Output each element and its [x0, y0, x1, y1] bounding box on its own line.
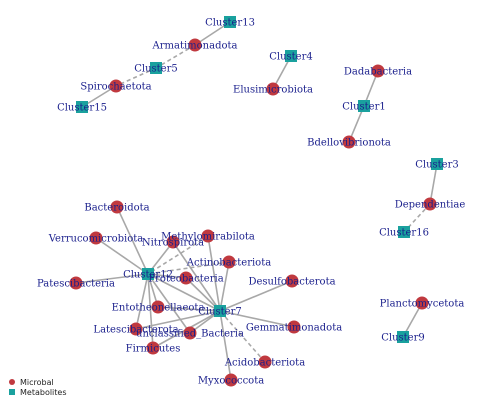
node-cluster15 [76, 101, 88, 113]
legend-microbial-symbol [9, 379, 15, 385]
edge-gemmatimonadota-cluster7 [219, 310, 295, 328]
edge-cluster3-dependentiae [429, 163, 438, 205]
node-cluster13 [224, 16, 236, 28]
node-firmicutes [146, 341, 160, 355]
node-spirochaetota [109, 79, 123, 93]
edge-actinobacteriota-cluster7 [219, 261, 230, 312]
node-label-acidobacteriota: Acidobacteriota [224, 358, 305, 369]
node-label-cluster5: Cluster5 [134, 64, 178, 75]
node-label-armatimonadota: Armatimonadota [152, 41, 238, 52]
node-entotheonellaeota [151, 300, 165, 314]
legend-label-microbial: Microbal [20, 378, 54, 387]
legend-label-metabolite: Metabolites [20, 388, 67, 397]
node-label-methylomirabilota: Methylomirabilota [161, 232, 255, 243]
node-label-cluster3: Cluster3 [415, 160, 459, 171]
edge-armatimonadota-cluster5 [155, 44, 196, 69]
node-label-myxococcota: Myxococcota [198, 376, 264, 387]
edge-cluster12-cluster7 [147, 273, 221, 312]
labels-layer: Cluster13ArmatimonadotaCluster5Spirochae… [37, 18, 465, 387]
node-armatimonadota [188, 38, 202, 52]
edge-entotheonellaeota-cluster7 [157, 306, 221, 312]
node-label-verrucomicrobiota: Verrucomicrobiota [48, 234, 144, 245]
node-label-latescibacterota: Latescibacterota [93, 325, 178, 336]
node-label-bdellovibrionota: Bdellovibrionota [307, 138, 391, 149]
node-bacteroidota [110, 200, 124, 214]
node-acidobacteriota [258, 355, 272, 369]
node-label-elusimicrobiota: Elusimicrobiota [233, 85, 313, 96]
node-proteobacteria [179, 271, 193, 285]
node-label-cluster9: Cluster9 [381, 333, 425, 344]
node-label-actinobacteriota: Actinobacteriota [186, 258, 271, 269]
node-dependentiae [423, 197, 437, 211]
nodes-layer [69, 16, 443, 387]
node-label-cluster4: Cluster4 [269, 52, 313, 63]
node-verrucomicrobiota [89, 231, 103, 245]
node-label-cluster12: Cluster12 [123, 270, 173, 281]
node-label-cluster15: Cluster15 [57, 103, 107, 114]
node-dadabacteria [371, 64, 385, 78]
node-label-cluster1: Cluster1 [342, 102, 386, 113]
node-label-firmicutes: Firmicutes [126, 344, 181, 355]
node-myxococcota [224, 373, 238, 387]
node-bdellovibrionota [342, 135, 356, 149]
node-label-planctomycetota: Planctomycetota [380, 299, 465, 310]
node-elusimicrobiota [266, 82, 280, 96]
node-patescibacteria [69, 276, 83, 290]
edge-methylomirabilota-cluster12 [147, 235, 209, 275]
node-planctomycetota [415, 296, 429, 310]
node-cluster4 [285, 50, 297, 62]
node-label-gemmatimonadota: Gemmatimonadota [246, 323, 342, 334]
edge-acidobacteriota-cluster7 [219, 310, 266, 363]
node-label-dadabacteria: Dadabacteria [344, 67, 412, 78]
edge-latescibacterota-cluster12 [135, 273, 149, 330]
node-label-entotheonellaeota: Entotheonellaeota [112, 303, 205, 314]
edge-patescibacteria-cluster12 [75, 273, 149, 284]
node-label-dependentiae: Dependentiae [395, 200, 466, 211]
node-label-nitrospirota: Nitrospirota [142, 238, 204, 249]
node-cluster3 [431, 158, 443, 170]
edge-myxococcota-cluster7 [219, 310, 232, 381]
edge-nitrospirota-cluster7 [172, 241, 221, 312]
edge-bacteroidota-cluster12 [116, 206, 149, 275]
node-cluster7 [214, 305, 226, 317]
node-actinobacteriota [222, 255, 236, 269]
node-cluster1 [358, 100, 370, 112]
node-cluster9 [397, 331, 409, 343]
node-label-bacteroidota: Bacteroidota [84, 203, 149, 214]
node-cluster12 [142, 268, 154, 280]
node-label-spirochaetota: Spirochaetota [80, 82, 151, 93]
node-label-unclassified-bacteria: unclassified_Bacteria [136, 329, 244, 340]
node-label-patescibacteria: Patescibacteria [37, 279, 115, 290]
node-desulfobacterota [285, 274, 299, 288]
node-label-proteobacteria: Proteobacteria [148, 274, 223, 285]
edge-verrucomicrobiota-cluster12 [95, 237, 149, 275]
node-cluster5 [150, 62, 162, 74]
edge-firmicutes-cluster12 [147, 273, 154, 349]
edge-unclassified-bacteria-cluster12 [147, 273, 191, 334]
node-cluster16 [398, 226, 410, 238]
node-latescibacterota [129, 322, 143, 336]
edge-methylomirabilota-cluster7 [207, 235, 221, 312]
node-gemmatimonadota [287, 320, 301, 334]
node-label-cluster7: Cluster7 [198, 307, 242, 318]
node-methylomirabilota [201, 229, 215, 243]
node-label-desulfobacterota: Desulfobacterota [248, 277, 335, 288]
edge-latescibacterota-cluster7 [135, 310, 221, 330]
node-label-cluster16: Cluster16 [379, 228, 429, 239]
edge-cluster5-spirochaetota [115, 67, 157, 87]
edge-desulfobacterota-cluster7 [219, 280, 293, 312]
node-label-cluster13: Cluster13 [205, 18, 255, 29]
node-unclassified-bacteria [183, 326, 197, 340]
legend-metabolite-symbol [9, 389, 15, 395]
node-nitrospirota [166, 235, 180, 249]
